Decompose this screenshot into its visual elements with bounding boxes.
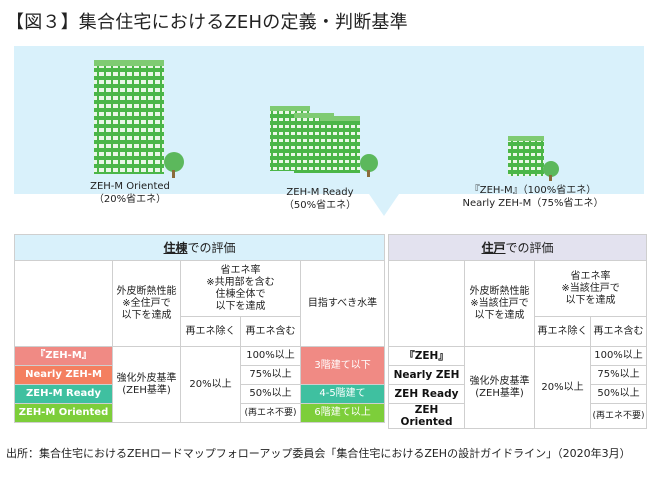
incl-value: 100%以上 bbox=[240, 346, 301, 366]
table-building-evaluation: 住棟での評価 外皮断熱性能 ※全住戸で 以下を達成 省エネ率 ※共用部を含む 住… bbox=[13, 234, 386, 423]
col-excl: 再エネ除く bbox=[180, 316, 241, 347]
empty-corner bbox=[14, 260, 113, 347]
row-label: Nearly ZEH bbox=[388, 365, 465, 385]
col-envelope: 外皮断熱性能 ※当該住戸で 以下を達成 bbox=[464, 260, 535, 347]
empty-corner bbox=[388, 260, 465, 347]
table-right-header: 住戸での評価 bbox=[387, 234, 648, 261]
incl-value: 100%以上 bbox=[589, 346, 648, 366]
col-excl: 再エネ除く bbox=[534, 316, 591, 347]
incl-value: 50%以上 bbox=[240, 384, 301, 404]
col-target: 目指すべき水準 bbox=[299, 260, 386, 347]
building-zehm-illustration bbox=[508, 136, 559, 181]
row-label: ZEH-M Oriented bbox=[14, 403, 113, 423]
banner-svg bbox=[14, 46, 644, 216]
building-label-zehm: 『ZEH-M』（100%省エネ） Nearly ZEH-M（75%省エネ） bbox=[462, 185, 604, 209]
col-envelope: 外皮断熱性能 ※全住戸で 以下を達成 bbox=[112, 260, 181, 347]
col-incl: 再エネ含む bbox=[240, 316, 301, 347]
excl-value: 20%以上 bbox=[180, 346, 241, 423]
col-energy-rate: 省エネ率 ※共用部を含む 住棟全体で 以下を達成 bbox=[180, 260, 301, 317]
envelope-value: 強化外皮基準 (ZEH基準) bbox=[464, 346, 535, 429]
envelope-value: 強化外皮基準 (ZEH基準) bbox=[112, 346, 181, 423]
table-unit-evaluation: 住戸での評価 外皮断熱性能 ※当該住戸で 以下を達成 省エネ率 ※当該住戸で 以… bbox=[387, 234, 648, 429]
target-value: 4-5階建て bbox=[299, 384, 386, 404]
col-incl: 再エネ含む bbox=[589, 316, 648, 347]
building-ready-illustration bbox=[270, 106, 378, 177]
target-value: 3階建て以下 bbox=[299, 346, 386, 385]
table-left-header: 住棟での評価 bbox=[13, 234, 386, 261]
excl-value: 20%以上 bbox=[534, 346, 591, 429]
col-energy-rate: 省エネ率 ※当該住戸で 以下を達成 bbox=[533, 260, 648, 317]
target-value: 6階建て以上 bbox=[299, 403, 386, 423]
row-label: ZEH-M Ready bbox=[14, 384, 113, 404]
incl-value: (再エネ不要) bbox=[240, 403, 301, 423]
row-label: ZEH Oriented bbox=[388, 403, 465, 429]
tree-icon bbox=[164, 152, 184, 172]
illustration-banner: ZEH-M Oriented （20%省エネ） ZEH-M Ready （50%… bbox=[14, 46, 644, 216]
incl-value: (再エネ不要) bbox=[589, 403, 648, 429]
tree-icon bbox=[360, 154, 378, 172]
building-label-oriented: ZEH-M Oriented （20%省エネ） bbox=[90, 181, 170, 205]
incl-value: 75%以上 bbox=[589, 365, 648, 385]
tree-icon bbox=[543, 161, 559, 177]
incl-value: 75%以上 bbox=[240, 365, 301, 385]
page-title: 【図３】集合住宅におけるZEHの定義・判断基準 bbox=[6, 12, 408, 33]
building-oriented-illustration bbox=[94, 60, 184, 178]
row-label: ZEH Ready bbox=[388, 384, 465, 404]
row-label: Nearly ZEH-M bbox=[14, 365, 113, 385]
row-label: 『ZEH』 bbox=[388, 346, 465, 366]
source-note: 出所：集合住宅におけるZEHロードマップフォローアップ委員会「集合住宅におけるZ… bbox=[6, 447, 631, 460]
row-label: 『ZEH-M』 bbox=[14, 346, 113, 366]
building-label-ready: ZEH-M Ready （50%省エネ） bbox=[283, 187, 357, 211]
incl-value: 50%以上 bbox=[589, 384, 648, 404]
